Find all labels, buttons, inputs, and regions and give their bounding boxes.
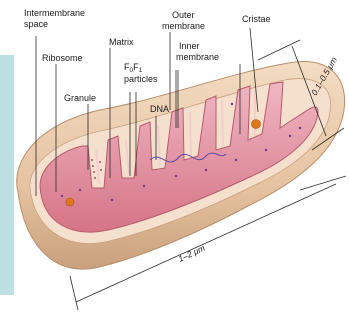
background-strip bbox=[0, 55, 14, 295]
label-cristae: Cristae bbox=[242, 14, 271, 24]
granule-2 bbox=[252, 120, 261, 129]
label-matrix: Matrix bbox=[109, 37, 134, 47]
label-dna: DNA bbox=[150, 104, 169, 114]
label-f0f1-particles: F0F1 bbox=[124, 62, 143, 74]
label-granule: Granule bbox=[64, 93, 96, 103]
label-inner-membrane-line2: membrane bbox=[176, 52, 219, 62]
label-f0f1-particles-line2: particles bbox=[124, 74, 158, 84]
granule bbox=[66, 198, 74, 206]
label-inner-membrane: Inner bbox=[179, 41, 200, 51]
label-outer-membrane: Outer bbox=[172, 10, 195, 20]
label-ribosome: Ribosome bbox=[42, 53, 83, 63]
label-intermembrane-space-line2: space bbox=[24, 19, 48, 29]
label-intermembrane-space: Intermembrane bbox=[24, 8, 85, 18]
label-outer-membrane-line2: membrane bbox=[162, 21, 205, 31]
length-dimension-label: 1–2 μm bbox=[177, 243, 207, 264]
